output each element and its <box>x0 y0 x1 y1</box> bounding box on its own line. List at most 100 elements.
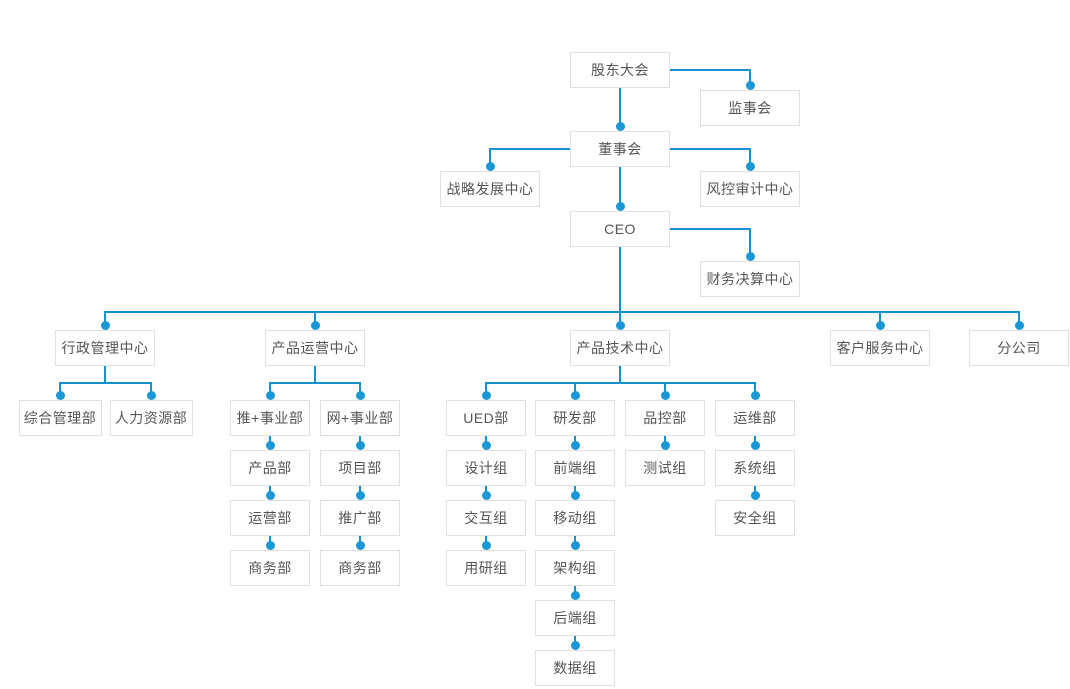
connector-dot <box>355 540 365 550</box>
org-node-ued-dept: UED部 <box>446 400 526 436</box>
org-node-architecture-group: 架构组 <box>535 550 615 586</box>
org-node-supervisors: 监事会 <box>700 90 800 126</box>
connector-dot <box>265 540 275 550</box>
org-node-finance-center: 财务决算中心 <box>700 261 800 297</box>
org-node-rd-dept: 研发部 <box>535 400 615 436</box>
org-node-strategy-center: 战略发展中心 <box>440 171 540 207</box>
connector-dot <box>146 390 156 400</box>
org-node-tui-business-dept: 推+事业部 <box>230 400 310 436</box>
connector-h-line <box>59 382 152 384</box>
connector-dot <box>570 640 580 650</box>
connector-dot <box>265 390 275 400</box>
org-node-business-dept-1: 商务部 <box>230 550 310 586</box>
connector-h-line <box>485 382 756 384</box>
connector-h-line <box>489 148 570 150</box>
connector-dot <box>745 161 755 171</box>
org-node-hr-dept: 人力资源部 <box>109 400 193 436</box>
connector-dot <box>265 440 275 450</box>
connector-dot <box>481 540 491 550</box>
org-node-branch-company: 分公司 <box>969 330 1069 366</box>
connector-v-line <box>619 88 621 126</box>
connector-h-line <box>104 311 1020 313</box>
connector-v-line <box>749 149 751 166</box>
connector-v-line <box>619 312 621 325</box>
connector-v-line <box>619 247 621 313</box>
connector-v-line <box>749 229 751 256</box>
connector-dot <box>750 490 760 500</box>
org-node-design-group: 设计组 <box>446 450 526 486</box>
connector-dot <box>355 440 365 450</box>
connector-v-line <box>314 312 316 325</box>
org-node-promotion-dept: 推广部 <box>320 500 400 536</box>
connector-v-line <box>150 383 152 395</box>
connector-dot <box>1014 320 1024 330</box>
connector-v-line <box>619 167 621 206</box>
connector-dot <box>481 490 491 500</box>
connector-dot <box>481 440 491 450</box>
connector-h-line <box>670 228 751 230</box>
org-node-user-research-group: 用研组 <box>446 550 526 586</box>
org-node-product-ops-center: 产品运营中心 <box>265 330 365 366</box>
connector-dot <box>265 490 275 500</box>
connector-v-line <box>104 312 106 325</box>
connector-dot <box>55 390 65 400</box>
org-node-test-group: 测试组 <box>625 450 705 486</box>
connector-dot <box>570 590 580 600</box>
connector-dot <box>355 390 365 400</box>
connector-dot <box>745 80 755 90</box>
connector-v-line <box>269 383 271 395</box>
org-node-wang-business-dept: 网+事业部 <box>320 400 400 436</box>
org-node-project-dept: 项目部 <box>320 450 400 486</box>
connector-v-line <box>619 366 621 384</box>
connector-dot <box>570 390 580 400</box>
org-node-board: 董事会 <box>570 131 670 167</box>
connector-h-line <box>670 148 751 150</box>
connector-dot <box>750 390 760 400</box>
org-node-product-tech-center: 产品技术中心 <box>570 330 670 366</box>
connector-dot <box>570 490 580 500</box>
connector-dot <box>570 440 580 450</box>
org-node-business-dept-2: 商务部 <box>320 550 400 586</box>
org-node-product-dept: 产品部 <box>230 450 310 486</box>
connector-dot <box>570 540 580 550</box>
connector-v-line <box>489 149 491 166</box>
connector-dot <box>750 440 760 450</box>
org-node-frontend-group: 前端组 <box>535 450 615 486</box>
connector-dot <box>485 161 495 171</box>
connector-v-line <box>485 383 487 395</box>
org-node-devops-dept: 运维部 <box>715 400 795 436</box>
org-node-system-group: 系统组 <box>715 450 795 486</box>
connector-dot <box>615 201 625 211</box>
org-node-admin-center: 行政管理中心 <box>55 330 155 366</box>
connector-v-line <box>104 366 106 384</box>
connector-dot <box>660 390 670 400</box>
org-node-general-mgmt-dept: 综合管理部 <box>18 400 102 436</box>
org-node-operations-dept: 运营部 <box>230 500 310 536</box>
connector-v-line <box>1018 312 1020 325</box>
connector-v-line <box>879 312 881 325</box>
connector-dot <box>875 320 885 330</box>
connector-dot <box>615 121 625 131</box>
connector-v-line <box>754 383 756 395</box>
connector-h-line <box>269 382 361 384</box>
connector-dot <box>310 320 320 330</box>
org-node-interaction-group: 交互组 <box>446 500 526 536</box>
connector-dot <box>481 390 491 400</box>
connector-dot <box>745 251 755 261</box>
connector-v-line <box>314 366 316 384</box>
org-node-security-group: 安全组 <box>715 500 795 536</box>
org-node-backend-group: 后端组 <box>535 600 615 636</box>
connector-h-line <box>670 69 751 71</box>
org-node-mobile-group: 移动组 <box>535 500 615 536</box>
connector-v-line <box>59 383 61 395</box>
connector-v-line <box>574 383 576 395</box>
org-node-qc-dept: 品控部 <box>625 400 705 436</box>
org-node-risk-audit-center: 风控审计中心 <box>700 171 800 207</box>
org-node-shareholders: 股东大会 <box>570 52 670 88</box>
connector-dot <box>100 320 110 330</box>
org-node-data-group: 数据组 <box>535 650 615 686</box>
connector-dot <box>615 320 625 330</box>
connector-v-line <box>664 383 666 395</box>
org-node-ceo: CEO <box>570 211 670 247</box>
